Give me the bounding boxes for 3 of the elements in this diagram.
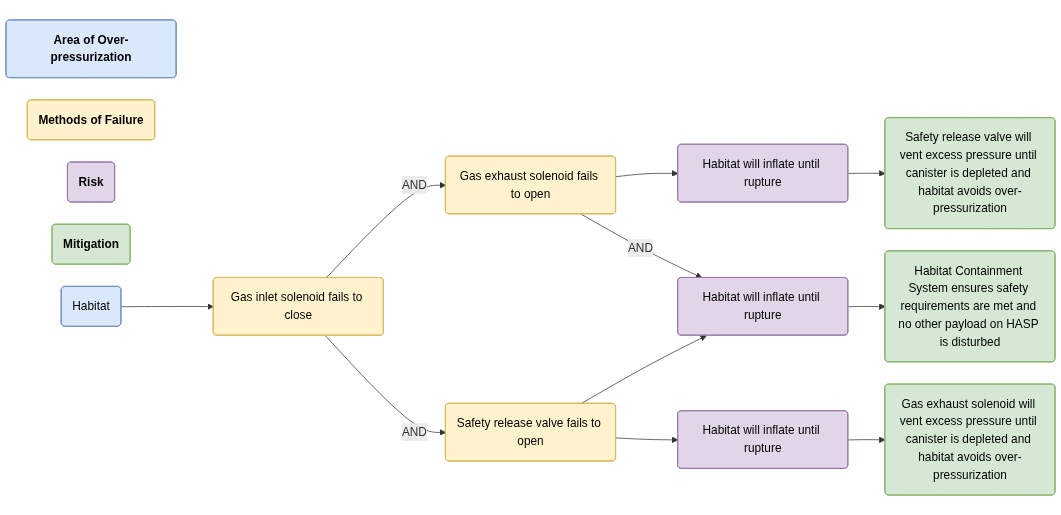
edge-label: AND bbox=[401, 178, 427, 191]
edge-label: AND bbox=[627, 241, 653, 254]
edge-label: AND bbox=[401, 425, 427, 439]
